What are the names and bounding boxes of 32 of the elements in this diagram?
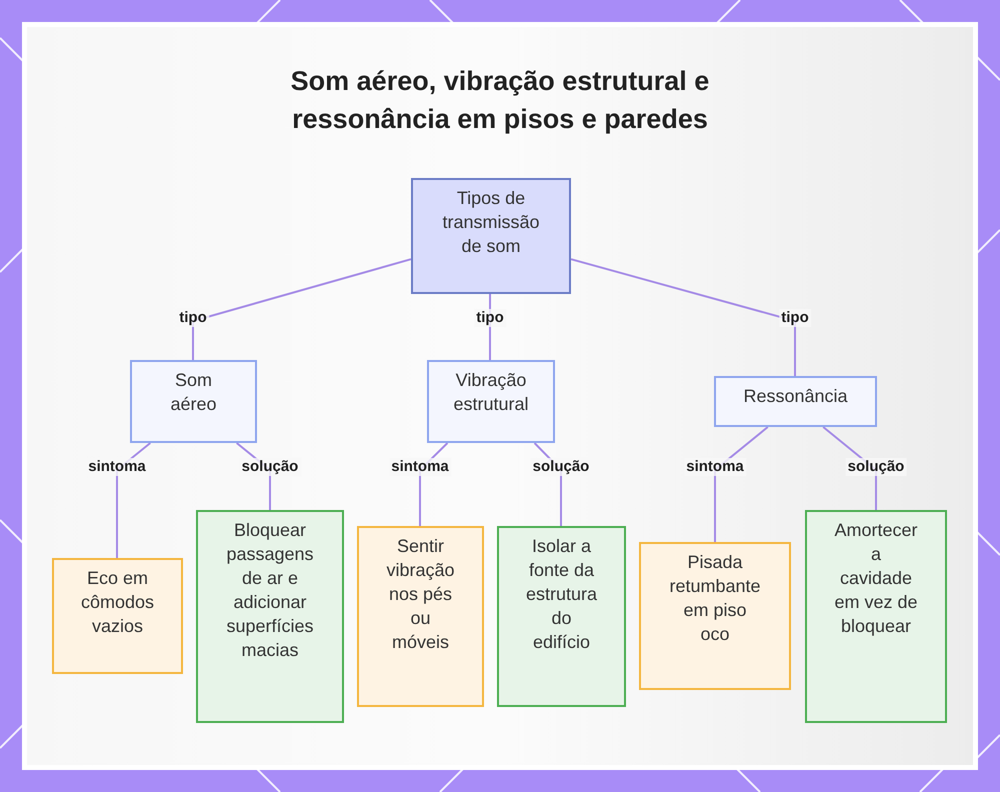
solution-box (497, 526, 626, 707)
symptom-box (639, 542, 791, 690)
node-text: Tipos de transmissão de som (441, 187, 541, 258)
category-box (427, 360, 555, 443)
node-text: Bloquear passagens de ar e adicionar superfícies macias (225, 519, 315, 662)
topic-box (411, 178, 571, 294)
symptom-box (52, 558, 183, 674)
solution-box (805, 510, 947, 723)
symptom-box (357, 526, 484, 707)
edge-label: tipo (779, 309, 811, 327)
connector-line (192, 258, 412, 360)
node-text: Eco em cômodos vazios (80, 567, 156, 638)
edge-label: tipo (177, 309, 209, 327)
edge-label: sintoma (684, 458, 746, 476)
edge-label: sintoma (86, 458, 148, 476)
node-text: Isolar a fonte da estrutura do edifício (524, 535, 598, 654)
edge-label: tipo (474, 309, 506, 327)
category-box (714, 376, 877, 427)
node-text: Vibração estrutural (452, 369, 530, 416)
edge-label: solução (240, 458, 300, 476)
solution-box (196, 510, 344, 723)
node-text: Pisada retumbante em piso oco (668, 551, 762, 646)
diagram-title: Som aéreo, vibração estrutural e ressonância em pisos e paredes (290, 65, 710, 136)
edge-label: sintoma (389, 458, 451, 476)
edge-label: solução (530, 458, 592, 476)
category-box (130, 360, 257, 443)
node-text: Ressonância (742, 385, 849, 408)
node-text: Som aéreo (169, 369, 218, 416)
connector-line (570, 258, 796, 376)
node-text: Amortecer a cavidade em vez de bloquear (834, 519, 918, 638)
node-text: Sentir vibração nos pés ou móveis (385, 535, 456, 654)
edge-label: solução (846, 458, 906, 476)
